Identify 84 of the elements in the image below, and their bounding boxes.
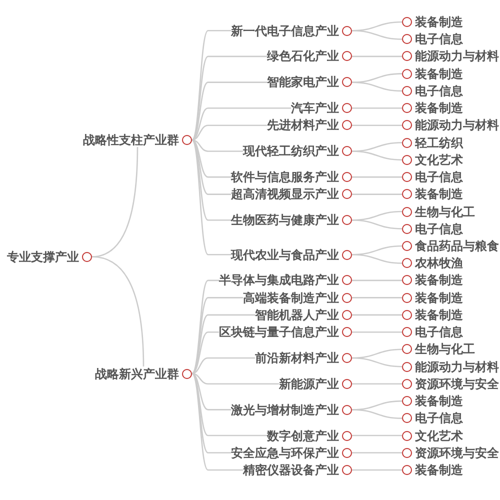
- node-label: 生物与化工: [415, 204, 475, 219]
- connector-line: [352, 30, 402, 40]
- connector-line: [352, 150, 402, 160]
- connector-line: [192, 280, 219, 374]
- node-label: 新一代电子信息产业: [231, 24, 339, 38]
- node-label: 新能源产业: [279, 376, 339, 391]
- node-label: 能源动力与材料: [415, 360, 499, 374]
- connector-line: [352, 194, 402, 195]
- node-label: 现代轻工纺织产业: [243, 144, 339, 158]
- node-label: 装备制造: [415, 187, 463, 202]
- connector-line: [352, 108, 402, 109]
- node-label: 专业支撑产业: [7, 250, 79, 264]
- node-label: 装备制造: [415, 290, 463, 305]
- connector-line: [92, 256, 144, 367]
- connector-line: [352, 434, 402, 436]
- node-label: 精密仪器设备产业: [243, 463, 339, 477]
- node-label: 安全应急与环保产业: [231, 446, 339, 460]
- connector-line: [352, 280, 402, 282]
- connector-line: [352, 314, 402, 316]
- node-label: 电子信息: [415, 170, 463, 184]
- connector-line: [192, 332, 219, 374]
- node-label: 软件与信息服务产业: [231, 170, 339, 184]
- node-label: 汽车产业: [291, 101, 339, 116]
- node-label: 装备制造: [415, 463, 463, 477]
- node-label: 高端装备制造产业: [243, 290, 339, 305]
- node-label: 电子信息: [415, 32, 463, 46]
- connector-line: [352, 383, 402, 384]
- node-label: 智能家电产业: [267, 75, 339, 90]
- connector-line: [352, 452, 402, 454]
- node-label: 装备制造: [415, 15, 463, 29]
- connector-line: [192, 297, 243, 374]
- node-label: 食品药品与粮食: [415, 239, 499, 253]
- connector-line: [192, 357, 255, 374]
- connector-line: [352, 82, 402, 92]
- connector-line: [352, 254, 402, 264]
- connector-line: [352, 56, 402, 58]
- node-label: 战略性支柱产业群: [83, 133, 179, 148]
- node-label: 文化艺术: [415, 152, 463, 167]
- connector-line: [192, 373, 243, 471]
- node-label: 电子信息: [415, 84, 463, 98]
- connector-line: [192, 372, 231, 410]
- node-label: 超高清视频显示产业: [231, 187, 339, 202]
- node-label: 能源动力与材料: [415, 118, 499, 132]
- connector-line: [352, 357, 402, 368]
- connector-line: [192, 139, 243, 152]
- node-label: 半导体与集成电路产业: [219, 273, 339, 288]
- node-label: 电子信息: [415, 325, 463, 340]
- node-label: 资源环境与安全: [415, 446, 499, 460]
- node-label: 装备制造: [415, 394, 463, 408]
- node-label: 绿色石化产业: [267, 49, 339, 64]
- node-label: 装备制造: [415, 66, 463, 81]
- connector-line: [352, 124, 402, 126]
- node-label: 先进材料产业: [267, 118, 339, 132]
- connector-line: [352, 176, 402, 178]
- node-label: 生物与化工: [415, 342, 475, 356]
- node-label: 电子信息: [415, 222, 463, 236]
- connector-line: [352, 297, 402, 298]
- node-label: 智能机器人产业: [255, 308, 339, 322]
- connector-line: [352, 332, 402, 333]
- connector-line: [352, 409, 402, 419]
- connector-line: [192, 124, 267, 141]
- connector-line: [352, 220, 402, 230]
- node-label: 装备制造: [415, 308, 463, 322]
- node-label: 战略新兴产业群: [95, 366, 179, 380]
- node-label: 文化艺术: [415, 428, 463, 443]
- connector-line: [192, 139, 231, 178]
- node-label: 生物医药与健康产业: [231, 213, 339, 228]
- node-label: 现代农业与食品产业: [231, 248, 339, 262]
- node-label: 激光与增材制造产业: [231, 402, 339, 417]
- connector-line: [192, 372, 279, 384]
- node-label: 装备制造: [415, 273, 463, 288]
- node-label: 能源动力与材料: [415, 49, 499, 64]
- node-label: 前沿新材料产业: [255, 351, 339, 365]
- node-label: 数字创意产业: [267, 428, 339, 443]
- connector-line: [92, 147, 138, 258]
- connector-line: [352, 469, 402, 471]
- node-label: 区块链与量子信息产业: [219, 325, 339, 340]
- node-label: 轻工纺织: [415, 136, 463, 150]
- node-label: 电子信息: [415, 411, 463, 426]
- node-label: 装备制造: [415, 101, 463, 116]
- connector-line: [192, 30, 231, 140]
- connector-line: [192, 140, 231, 256]
- node-label: 资源环境与安全: [415, 376, 499, 391]
- node-label: 农林牧渔: [415, 256, 463, 270]
